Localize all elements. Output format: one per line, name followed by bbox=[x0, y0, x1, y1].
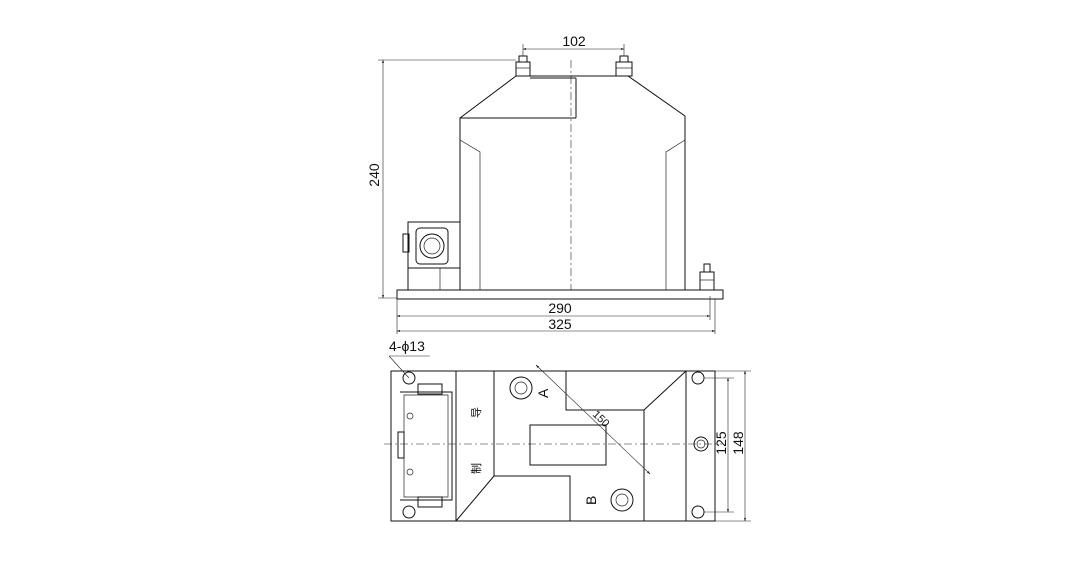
dim-width: 148 bbox=[730, 431, 746, 455]
dim-base-inner: 290 bbox=[548, 300, 572, 316]
ground-bolt bbox=[699, 263, 715, 291]
housing-plan bbox=[455, 364, 687, 522]
terminal-a-label: A bbox=[535, 388, 551, 398]
dim-base-outer: 325 bbox=[548, 316, 572, 332]
base-plate bbox=[396, 289, 724, 300]
inner-core bbox=[529, 424, 607, 466]
top-terminal-left bbox=[515, 55, 531, 77]
dim-terminal-spacing: 102 bbox=[562, 33, 586, 49]
side-junction-box bbox=[402, 221, 461, 290]
junction-box-plan bbox=[397, 383, 453, 508]
housing-outline bbox=[459, 75, 686, 290]
terminal-a bbox=[509, 376, 533, 400]
dim-height: 240 bbox=[366, 163, 382, 187]
dim-hole-spacing: 125 bbox=[713, 431, 729, 455]
char-lower: 制 bbox=[470, 463, 483, 474]
terminal-b-label: B bbox=[583, 496, 599, 505]
ground-bolt-top bbox=[693, 436, 709, 452]
dim-diagonal: 150 bbox=[590, 409, 612, 430]
top-terminal-right bbox=[615, 55, 633, 77]
char-upper: 导 bbox=[470, 407, 483, 418]
front-view: 102 240 290 325 bbox=[366, 33, 724, 334]
top-view: A B 150 导 制 4-ϕ13 125 148 bbox=[384, 338, 751, 522]
terminal-b bbox=[610, 488, 634, 512]
hole-spec: 4-ϕ13 bbox=[389, 338, 425, 354]
